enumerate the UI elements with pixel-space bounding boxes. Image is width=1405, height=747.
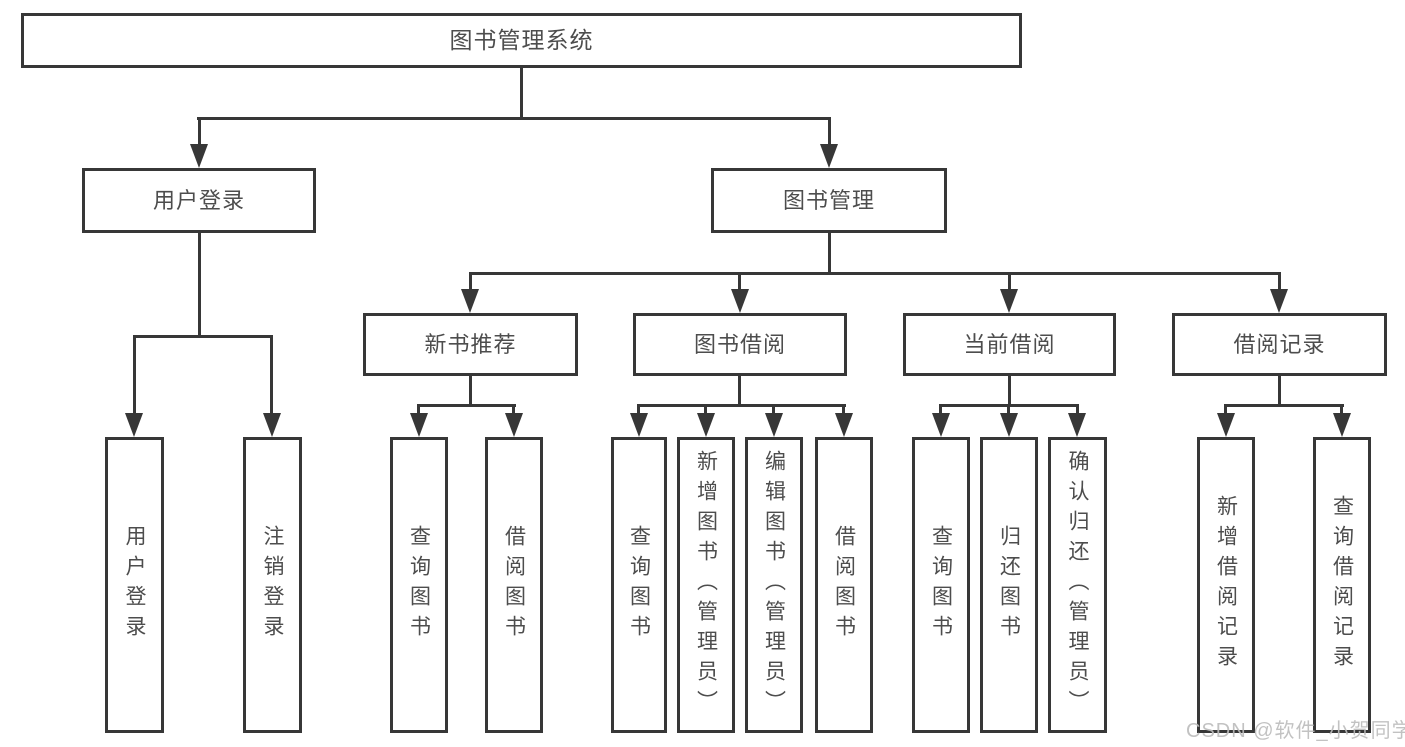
node-user-login: 用户登录 [82,168,316,233]
connector-root-vline [520,66,523,120]
connector-stem-leaf [1340,404,1343,416]
node-leaf-query-book-3-label: 查询图书 [929,525,953,645]
connector-bookborrow-hline [637,404,846,407]
node-leaf-add-book-admin-label: 新增图书（管理员） [694,450,718,720]
arrowhead-down-icon [630,413,648,437]
node-leaf-query-borrow-record-label: 查询借阅记录 [1330,495,1354,675]
connector-stem-leaf [270,335,273,414]
arrowhead-down-icon [1333,413,1351,437]
connector-bookmgmt-hline [469,272,1281,275]
arrowhead-down-icon [410,413,428,437]
node-leaf-borrow-book-2: 借阅图书 [815,437,873,733]
node-leaf-logout: 注销登录 [243,437,302,733]
connector-bookmgmt-vline [828,231,831,275]
node-leaf-edit-book-admin-label: 编辑图书（管理员） [762,450,786,720]
connector-stem-book-management [828,117,831,147]
connector-currentborrow-vline [1008,374,1011,407]
node-leaf-query-book-2-label: 查询图书 [627,525,651,645]
node-leaf-borrow-book-2-label: 借阅图书 [832,525,856,645]
connector-userlogin-vline [198,231,201,338]
node-leaf-confirm-return-admin: 确认归还（管理员） [1048,437,1107,733]
connector-stem-leaf [417,404,420,416]
arrowhead-down-icon [1270,289,1288,313]
node-leaf-edit-book-admin: 编辑图书（管理员） [745,437,803,733]
arrowhead-down-icon [731,289,749,313]
connector-stem-leaf [133,335,136,414]
arrowhead-down-icon [505,413,523,437]
arrowhead-down-icon [765,413,783,437]
connector-stem-leaf [1007,404,1010,416]
arrowhead-down-icon [125,413,143,437]
arrowhead-down-icon [1000,413,1018,437]
arrowhead-down-icon [1000,289,1018,313]
node-leaf-add-borrow-record: 新增借阅记录 [1197,437,1255,733]
node-leaf-confirm-return-admin-label: 确认归还（管理员） [1066,450,1089,720]
connector-borrowrecords-hline [1224,404,1344,407]
node-book-borrow: 图书借阅 [633,313,847,376]
connector-userlogin-hline [133,335,273,338]
connector-stem-leaf [772,404,775,416]
connector-stem-level3 [1008,272,1011,292]
node-new-book-recommend: 新书推荐 [363,313,578,376]
node-new-book-recommend-label: 新书推荐 [424,331,517,357]
arrowhead-down-icon [461,289,479,313]
connector-stem-level3 [1278,272,1281,292]
arrowhead-down-icon [1217,413,1235,437]
node-book-management-label: 图书管理 [782,187,875,213]
node-leaf-return-book-label: 归还图书 [997,525,1021,645]
node-leaf-borrow-book-1: 借阅图书 [485,437,543,733]
node-leaf-user-login: 用户登录 [105,437,164,733]
node-root: 图书管理系统 [21,13,1022,68]
node-leaf-user-login-label: 用户登录 [123,525,146,645]
node-user-login-label: 用户登录 [152,187,245,213]
connector-stem-leaf [842,404,845,416]
node-leaf-query-book-3: 查询图书 [912,437,970,733]
node-leaf-return-book: 归还图书 [980,437,1038,733]
node-root-label: 图书管理系统 [449,27,594,53]
node-leaf-add-borrow-record-label: 新增借阅记录 [1214,495,1238,675]
node-leaf-borrow-book-1-label: 借阅图书 [502,525,526,645]
arrowhead-down-icon [190,144,208,168]
node-leaf-logout-label: 注销登录 [261,525,284,645]
connector-borrowrecords-vline [1278,374,1281,407]
connector-stem-user-login [198,117,201,147]
node-borrow-records: 借阅记录 [1172,313,1387,376]
arrowhead-down-icon [932,413,950,437]
node-current-borrow-label: 当前借阅 [963,331,1056,357]
node-borrow-records-label: 借阅记录 [1233,331,1326,357]
connector-stem-leaf [1076,404,1079,416]
node-leaf-query-borrow-record: 查询借阅记录 [1313,437,1371,733]
node-book-borrow-label: 图书借阅 [693,331,786,357]
arrowhead-down-icon [697,413,715,437]
connector-stem-level3 [738,272,741,292]
connector-newbook-vline [469,374,472,407]
node-leaf-add-book-admin: 新增图书（管理员） [677,437,735,733]
node-book-management: 图书管理 [711,168,947,233]
arrowhead-down-icon [820,144,838,168]
arrowhead-down-icon [1068,413,1086,437]
connector-bookborrow-vline [738,374,741,407]
connector-stem-leaf [1224,404,1227,416]
arrowhead-down-icon [263,413,281,437]
connector-stem-leaf [939,404,942,416]
connector-stem-leaf [704,404,707,416]
csdn-watermark: CSDN @软件_小贺同学 [1186,720,1405,742]
arrowhead-down-icon [835,413,853,437]
connector-root-hline [197,117,831,120]
node-leaf-query-book-1: 查询图书 [390,437,448,733]
node-current-borrow: 当前借阅 [903,313,1116,376]
connector-stem-level3 [469,272,472,292]
node-leaf-query-book-2: 查询图书 [611,437,667,733]
connector-stem-leaf [512,404,515,416]
connector-stem-leaf [637,404,640,416]
connector-newbook-hline [417,404,516,407]
node-leaf-query-book-1-label: 查询图书 [407,525,431,645]
